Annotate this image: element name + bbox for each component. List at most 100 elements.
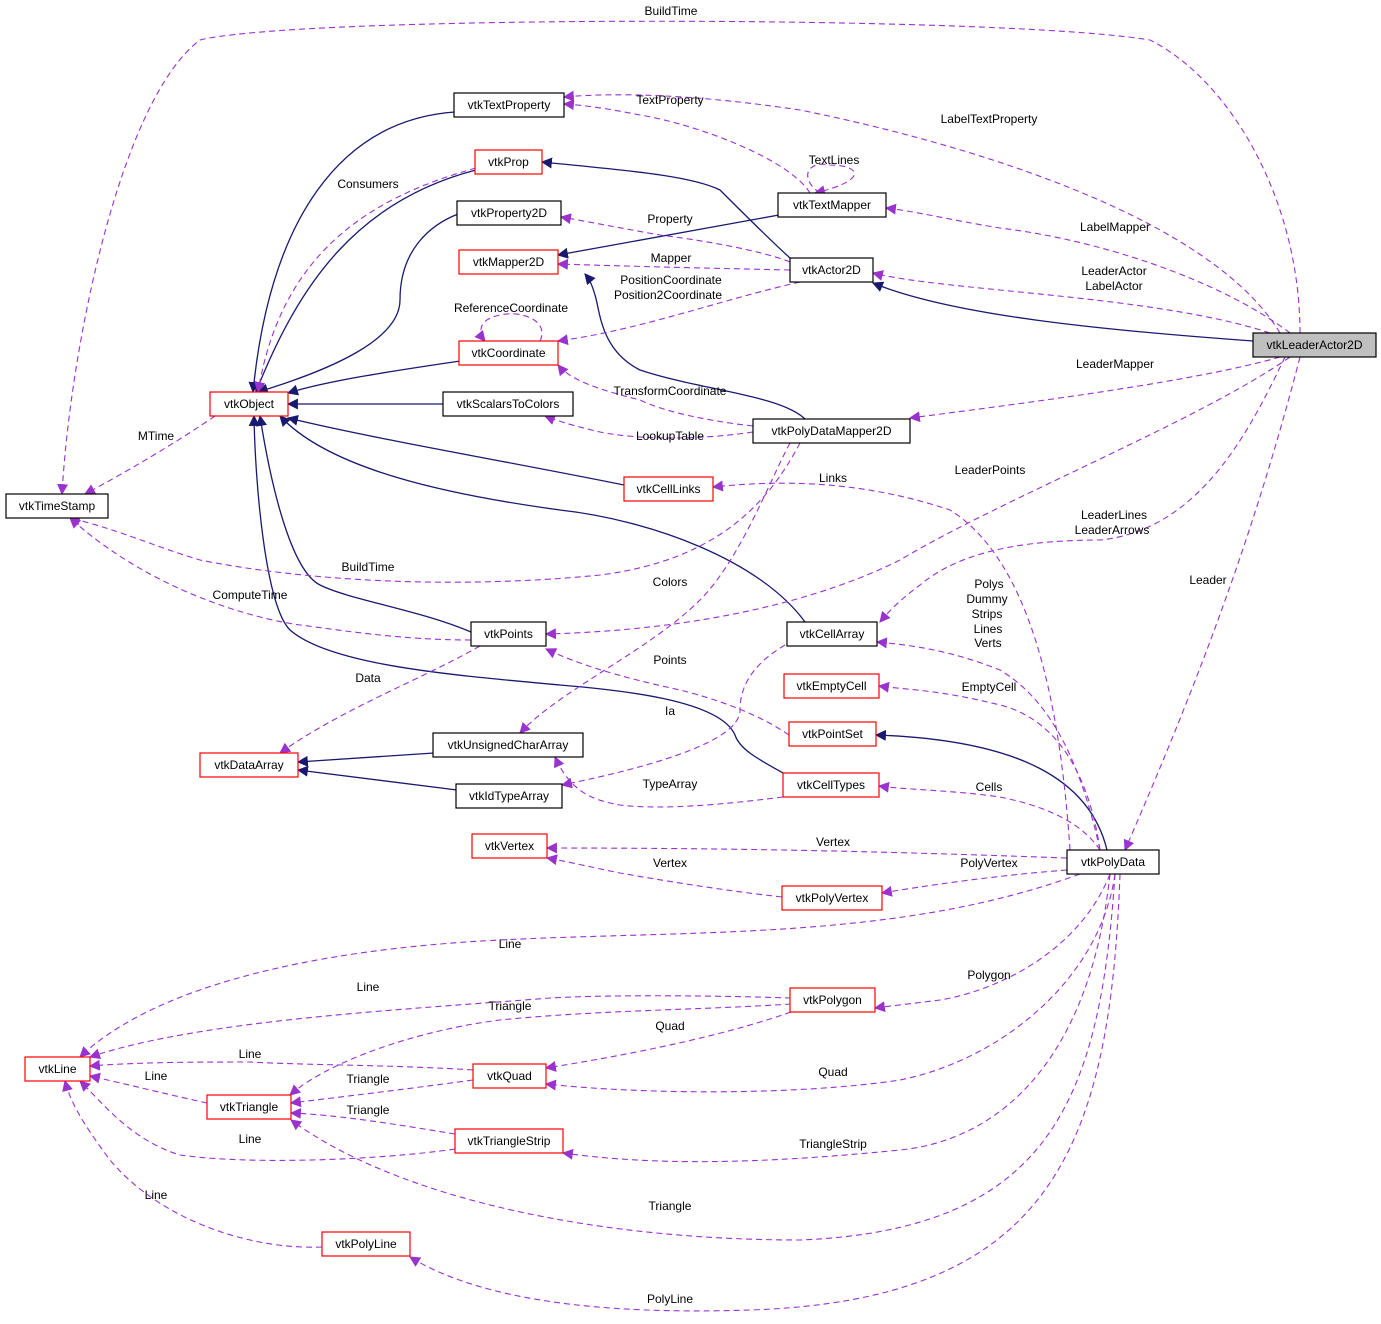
edge-label-polyline: PolyLine: [647, 1292, 693, 1306]
usage-edge: [554, 755, 784, 808]
usage-edge: [289, 1003, 792, 1096]
edge-label-line-6: Line: [145, 1188, 168, 1202]
node-label: vtkCellTypes: [797, 778, 865, 792]
usage-edge: [290, 873, 1116, 1241]
node-vtkLeaderActor2D[interactable]: vtkLeaderActor2D: [1252, 332, 1377, 358]
edge-label-transformcoordinate: TransformCoordinate: [614, 384, 727, 398]
node-box: [5, 493, 109, 519]
inheritance-edge: [540, 157, 791, 259]
node-label: vtkPolyLine: [335, 1237, 397, 1251]
node-box: [458, 249, 559, 275]
node-box: [472, 1063, 547, 1089]
node-vtkCoordinate[interactable]: vtkCoordinate: [458, 340, 559, 366]
edge-label-textlines: TextLines: [809, 153, 860, 167]
node-label: vtkQuad: [487, 1069, 532, 1083]
usage-edge: [409, 873, 1121, 1312]
edge-label-line-1: Line: [499, 937, 522, 951]
node-vtkPolygon[interactable]: vtkPolygon: [789, 987, 876, 1013]
usage-edge: [543, 414, 754, 439]
node-box: [786, 621, 878, 647]
node-label: vtkTextMapper: [793, 198, 871, 212]
edge-label-referencecoordinate: ReferenceCoordinate: [454, 301, 568, 315]
node-vtkLine[interactable]: vtkLine: [24, 1056, 91, 1082]
node-vtkTimeStamp[interactable]: vtkTimeStamp: [5, 493, 109, 519]
node-box: [788, 721, 877, 747]
usage-edge: [545, 648, 790, 736]
node-vtkPoints[interactable]: vtkPoints: [470, 621, 547, 647]
node-vtkQuad[interactable]: vtkQuad: [472, 1063, 547, 1089]
node-vtkEmptyCell[interactable]: vtkEmptyCell: [783, 673, 880, 699]
usage-edge: [877, 681, 1101, 851]
node-vtkPointSet[interactable]: vtkPointSet: [788, 721, 877, 747]
node-vtkVertex[interactable]: vtkVertex: [471, 833, 548, 859]
node-label: vtkPointSet: [802, 727, 863, 741]
node-vtkCellTypes[interactable]: vtkCellTypes: [782, 772, 880, 798]
edge-label-polyvertex: PolyVertex: [960, 856, 1017, 870]
edge-label-polys: Polys: [974, 577, 1003, 591]
inheritance-edge: [286, 414, 625, 486]
inheritance-edge: [279, 415, 806, 623]
node-vtkTriangle[interactable]: vtkTriangle: [206, 1094, 292, 1120]
edge-label-lookuptable: LookupTable: [636, 429, 704, 443]
node-vtkTextMapper[interactable]: vtkTextMapper: [777, 192, 887, 218]
usage-edge: [908, 356, 1281, 423]
node-vtkTextProperty[interactable]: vtkTextProperty: [453, 92, 565, 118]
node-vtkUnsignedCharArray[interactable]: vtkUnsignedCharArray: [432, 732, 584, 758]
inheritance-edge: [254, 169, 477, 394]
usage-edge: [877, 781, 1101, 851]
node-vtkPolyDataMapper2D[interactable]: vtkPolyDataMapper2D: [752, 418, 911, 444]
node-vtkProperty2D[interactable]: vtkProperty2D: [456, 200, 562, 226]
usage-edge: [562, 90, 1281, 334]
node-label: vtkCellLinks: [636, 482, 700, 496]
node-vtkIdTypeArray[interactable]: vtkIdTypeArray: [455, 783, 563, 809]
usage-edge: [873, 873, 1111, 1013]
node-box: [432, 732, 584, 758]
node-label: vtkTextProperty: [468, 98, 551, 112]
node-label: vtkCellArray: [800, 627, 865, 641]
node-box: [752, 418, 911, 444]
usage-edge: [556, 258, 791, 271]
inheritance-edge: [584, 273, 806, 420]
node-vtkPolyData[interactable]: vtkPolyData: [1066, 849, 1160, 875]
node-vtkTriangleStrip[interactable]: vtkTriangleStrip: [454, 1128, 564, 1154]
edge-label-quad-1: Quad: [655, 1019, 684, 1033]
usage-edge: [875, 637, 1101, 851]
node-label: vtkDataArray: [214, 758, 283, 772]
edge-label-links: Links: [819, 471, 847, 485]
edge-label-leaderactor: LeaderActor: [1081, 264, 1146, 278]
inheritance-edge: [256, 414, 472, 633]
edge-label-labeltextproperty: LabelTextProperty: [941, 112, 1038, 126]
node-vtkPolyLine[interactable]: vtkPolyLine: [321, 1231, 411, 1257]
edge-label-triangle-1: Triangle: [489, 999, 532, 1013]
node-vtkProp[interactable]: vtkProp: [474, 149, 543, 175]
node-box: [783, 673, 880, 699]
node-label: vtkProperty2D: [471, 206, 547, 220]
node-label: vtkMapper2D: [473, 255, 545, 269]
node-label: vtkTimeStamp: [19, 499, 96, 513]
edge-label-position2coordinate: Position2Coordinate: [614, 288, 722, 302]
node-vtkCellArray[interactable]: vtkCellArray: [786, 621, 878, 647]
edge-label-verts: Verts: [974, 636, 1001, 650]
edge-label-triangle-2: Triangle: [347, 1072, 390, 1086]
inheritance-edge: [556, 214, 780, 259]
node-vtkCellLinks[interactable]: vtkCellLinks: [623, 476, 714, 502]
node-label: vtkPolygon: [803, 993, 862, 1007]
edge-label-leaderpoints: LeaderPoints: [955, 463, 1026, 477]
node-vtkObject[interactable]: vtkObject: [209, 391, 289, 417]
usage-edge: [88, 995, 792, 1060]
usage-edge: [88, 1059, 474, 1071]
node-label: vtkPolyData: [1081, 855, 1145, 869]
node-label: vtkScalarsToColors: [457, 397, 560, 411]
inheritance-edge: [296, 765, 458, 791]
edge-label-cells: Cells: [976, 780, 1003, 794]
usage-edge: [711, 480, 1071, 851]
node-vtkScalarsToColors[interactable]: vtkScalarsToColors: [442, 391, 574, 417]
edge-label-mapper: Mapper: [651, 251, 692, 265]
node-box: [789, 987, 876, 1013]
edge-label-mtime: MTime: [138, 429, 175, 443]
node-vtkActor2D[interactable]: vtkActor2D: [789, 257, 874, 283]
node-vtkPolyVertex[interactable]: vtkPolyVertex: [781, 885, 883, 911]
usage-edge: [545, 854, 783, 898]
node-vtkDataArray[interactable]: vtkDataArray: [199, 752, 299, 778]
node-vtkMapper2D[interactable]: vtkMapper2D: [458, 249, 559, 275]
